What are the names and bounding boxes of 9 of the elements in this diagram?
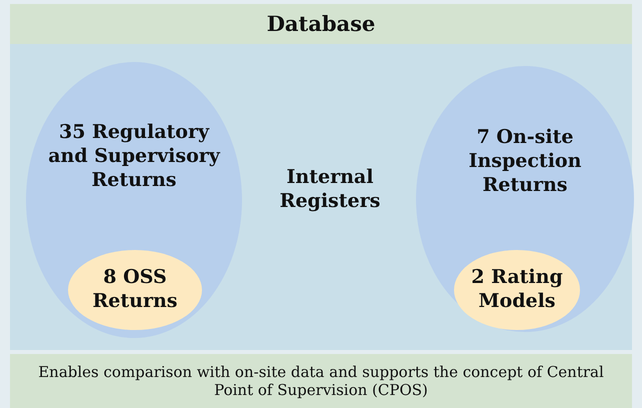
ellipse-label: 2 Rating Models [470, 265, 564, 314]
panel-heading: Database [266, 10, 376, 38]
caption-text: Enables comparison with on-site data and supports the concept of Central Point of Supervision (CPOS) [37, 362, 605, 401]
caption-band [10, 354, 632, 408]
region-label: Internal Registers [278, 166, 382, 214]
ellipse-label: 35 Regulatory and Supervisory Returns [47, 120, 222, 193]
ellipse-label: 8 OSS Returns [92, 265, 178, 314]
ellipse-label: 7 On-site Inspection Returns [468, 125, 582, 198]
database-panel [10, 4, 632, 350]
